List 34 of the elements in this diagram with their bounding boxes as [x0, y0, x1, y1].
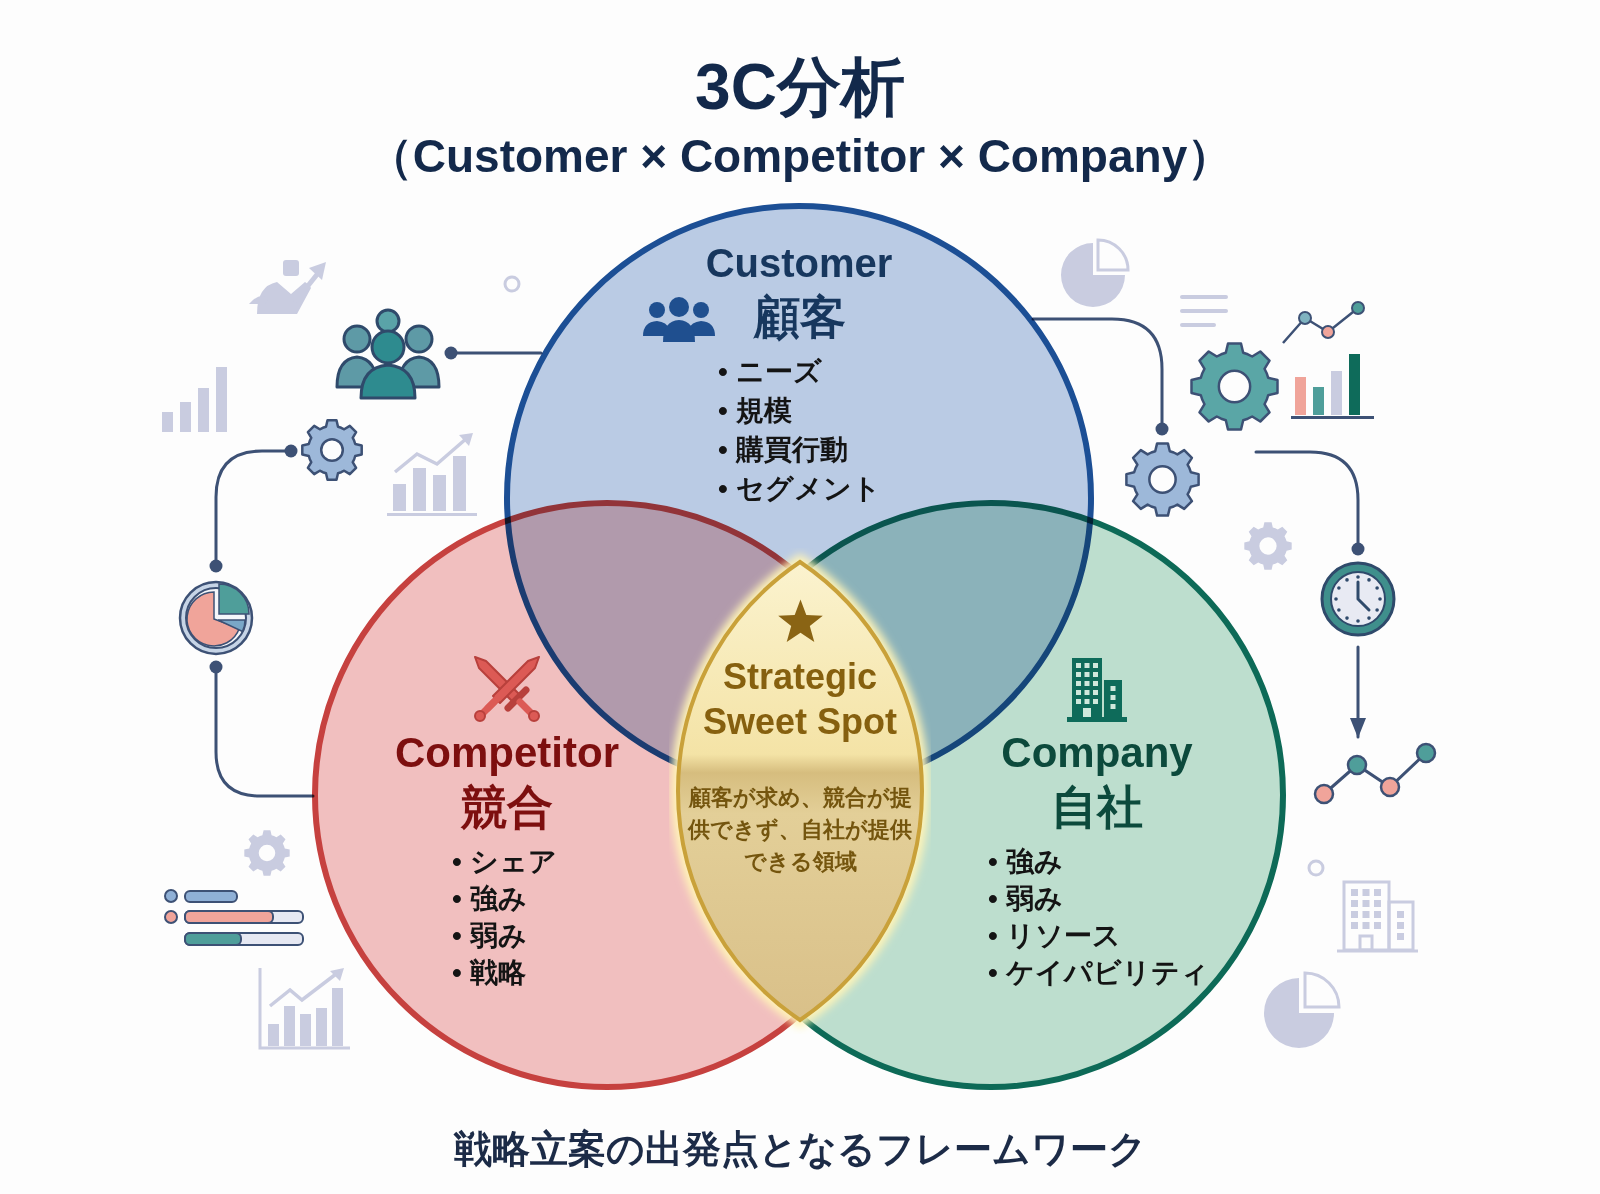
connector-line: [209, 444, 298, 573]
people-icon: [333, 307, 443, 401]
spot-description: 顧客が求め、競合が提供できず、自社が提供できる領域: [686, 784, 913, 876]
gear-icon: [1124, 441, 1201, 518]
gear-icon: [300, 418, 364, 482]
subtitle: （Customer × Competitor × Company）: [366, 129, 1234, 185]
bullet-item: • ケイパビリティ: [988, 956, 1209, 990]
arrow: [1350, 645, 1366, 739]
connector-line: [1031, 317, 1169, 436]
bullet-item: • 規模: [718, 394, 792, 428]
bullet-item: • リソース: [988, 919, 1121, 953]
bullet-item: • 弱み: [452, 919, 527, 953]
bullet-item: • 弱み: [988, 882, 1063, 916]
gear-icon: [1189, 341, 1280, 432]
caption: 戦略立案の出発点となるフレームワーク: [453, 1127, 1147, 1173]
circle-subheading: 競合: [461, 780, 553, 836]
circle-heading: Competitor: [395, 727, 619, 778]
title: 3C分析: [695, 49, 905, 125]
connector-line: [1254, 450, 1365, 556]
bullet-item: • 戦略: [452, 956, 526, 990]
circle-heading: Company: [1001, 727, 1193, 778]
spot-heading: Strategic Sweet Spot: [702, 655, 898, 744]
bullet-item: • 強み: [988, 845, 1063, 879]
bullet-item: • ニーズ: [718, 355, 822, 389]
connector-line: [444, 346, 543, 360]
circle-heading: Customer: [705, 240, 893, 287]
bullet-item: • 強み: [452, 882, 527, 916]
line-chart-icon: [1312, 741, 1439, 807]
bullet-item: • シェア: [452, 845, 557, 879]
bullet-item: • セグメント: [718, 472, 881, 506]
circle-subheading: 顧客: [754, 290, 846, 346]
circle-subheading: 自社: [1051, 780, 1143, 836]
clock-icon: [1319, 560, 1397, 638]
bullet-item: • 購買行動: [718, 433, 848, 467]
